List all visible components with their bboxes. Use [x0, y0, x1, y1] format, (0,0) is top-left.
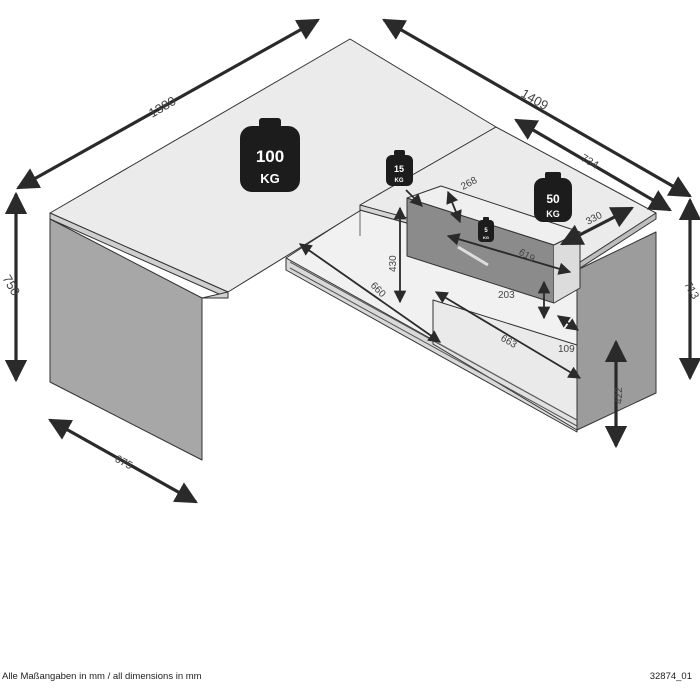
weight-15kg: 15 KG: [386, 150, 413, 186]
weight-15-unit: KG: [395, 178, 404, 184]
dim-750: 750: [0, 272, 23, 298]
weight-5kg: 5 KG: [478, 217, 494, 242]
weight-5-value: 5: [484, 228, 488, 234]
weight-100kg: 100 KG: [240, 118, 300, 192]
dim-713: 713: [681, 280, 700, 302]
dimension-arrows: [4, 18, 700, 504]
dim-675: 675: [113, 453, 135, 472]
dim-430: 430: [388, 255, 399, 272]
weight-5-unit: KG: [483, 235, 489, 240]
dim-1409: 1409: [519, 86, 552, 113]
dim-109: 109: [558, 344, 575, 355]
dimension-arrows-thin: [298, 189, 582, 379]
weight-100-value: 100: [256, 147, 284, 166]
article-code: 32874_01: [649, 671, 692, 682]
dim-203: 203: [498, 290, 515, 301]
weight-50-value: 50: [546, 192, 560, 206]
weight-50kg: 50 KG: [534, 172, 572, 222]
dim-1380: 1380: [146, 93, 179, 120]
dim-422: 422: [614, 387, 625, 404]
desk-body: [49, 38, 657, 461]
units-note: Alle Maßangaben in mm / all dimensions i…: [2, 671, 202, 682]
weight-50-unit: KG: [546, 209, 560, 219]
left-panel-edge: [201, 291, 229, 299]
weight-100-unit: KG: [260, 171, 280, 186]
weight-15-value: 15: [394, 164, 404, 174]
